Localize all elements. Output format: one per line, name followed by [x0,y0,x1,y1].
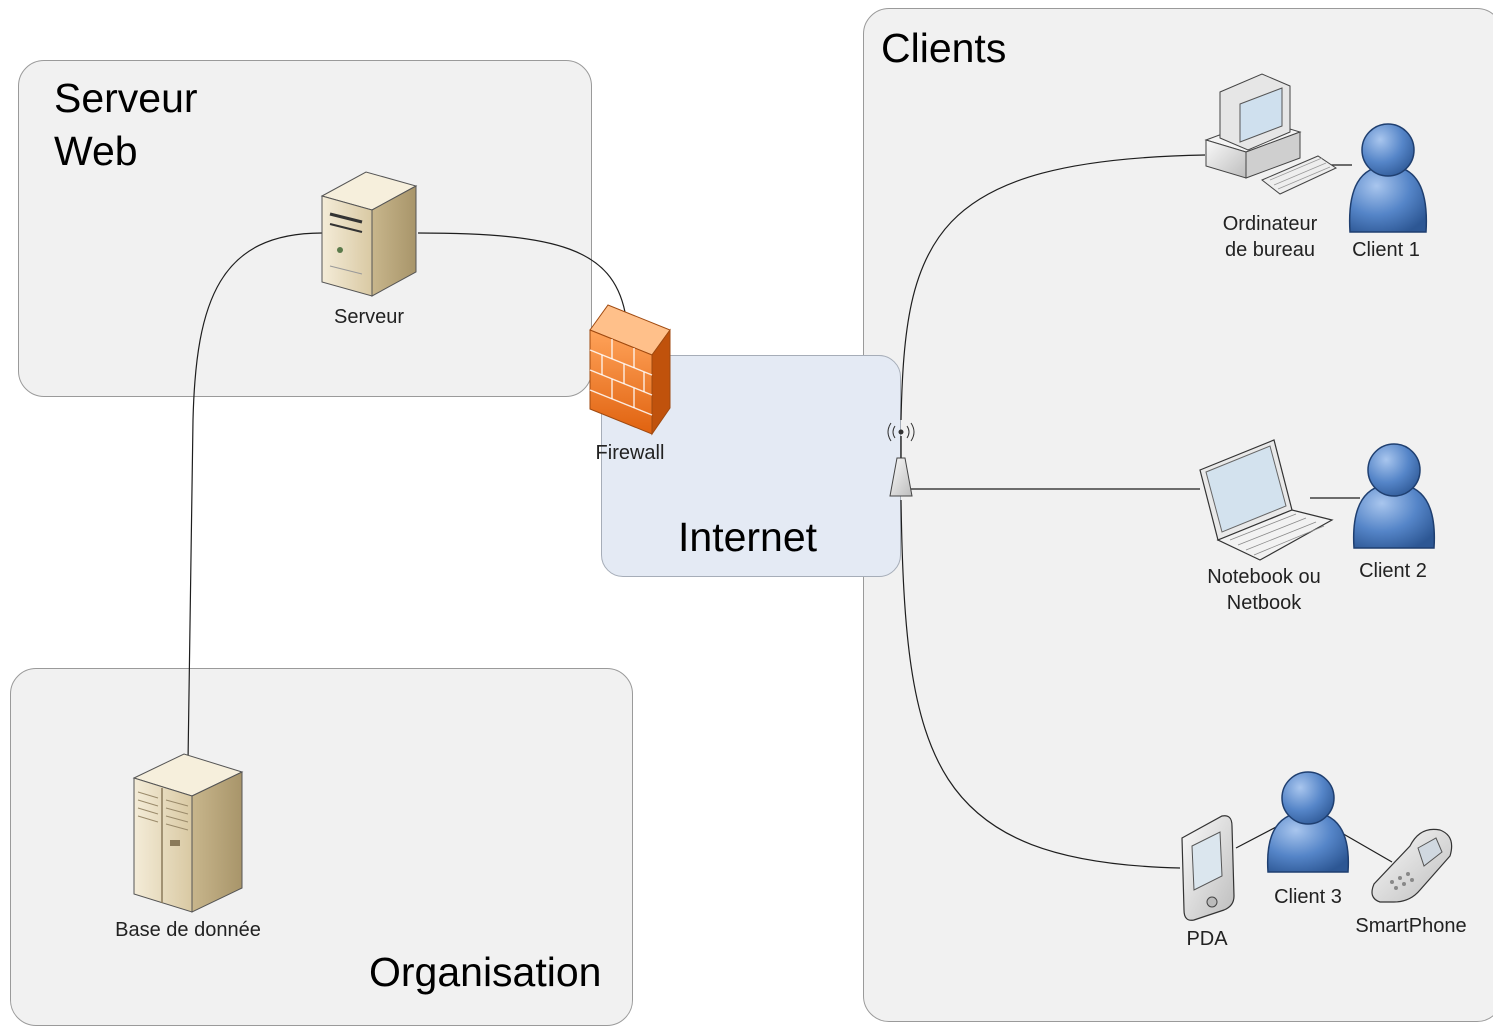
client3-label: Client 3 [1274,886,1342,908]
internet-title: Internet [678,514,818,560]
antenna-icon [887,422,915,497]
smartphone-label: SmartPhone [1355,915,1467,937]
smartphone-icon [1371,828,1453,903]
serveur-web-title: Serveur Web [54,75,198,174]
serveur-web-zone [18,60,592,397]
person-icon-client1 [1348,123,1428,233]
client1-label: Client 1 [1352,239,1420,261]
notebook-label: Notebook ou Netbook [1207,566,1321,614]
laptop-icon [1199,439,1334,561]
clients-title: Clients [881,25,1007,71]
firewall-label: Firewall [595,442,665,464]
serveur-label: Serveur [333,306,405,328]
database-icon [132,753,244,913]
pda-label: PDA [1186,928,1228,950]
desktop-computer-icon [1204,73,1338,195]
ordinateur-label: Ordinateur de bureau [1222,213,1318,261]
pda-icon [1181,815,1235,921]
base-de-donnee-label: Base de donnée [115,919,261,941]
line-server-database [187,232,323,763]
connections [187,154,1393,869]
person-icon-client3 [1266,771,1350,873]
line-antenna-pda [900,499,1181,869]
line-client3-smartphone [1339,831,1393,863]
line-antenna-desktop [900,154,1206,421]
server-icon [320,171,418,297]
person-icon-client2 [1352,443,1436,549]
client2-label: Client 2 [1359,560,1427,582]
line-server-firewall [417,232,626,313]
line-pda-client3 [1235,825,1279,849]
firewall-icon [589,304,671,436]
organisation-title: Organisation [369,949,602,995]
organisation-zone [10,668,633,1026]
